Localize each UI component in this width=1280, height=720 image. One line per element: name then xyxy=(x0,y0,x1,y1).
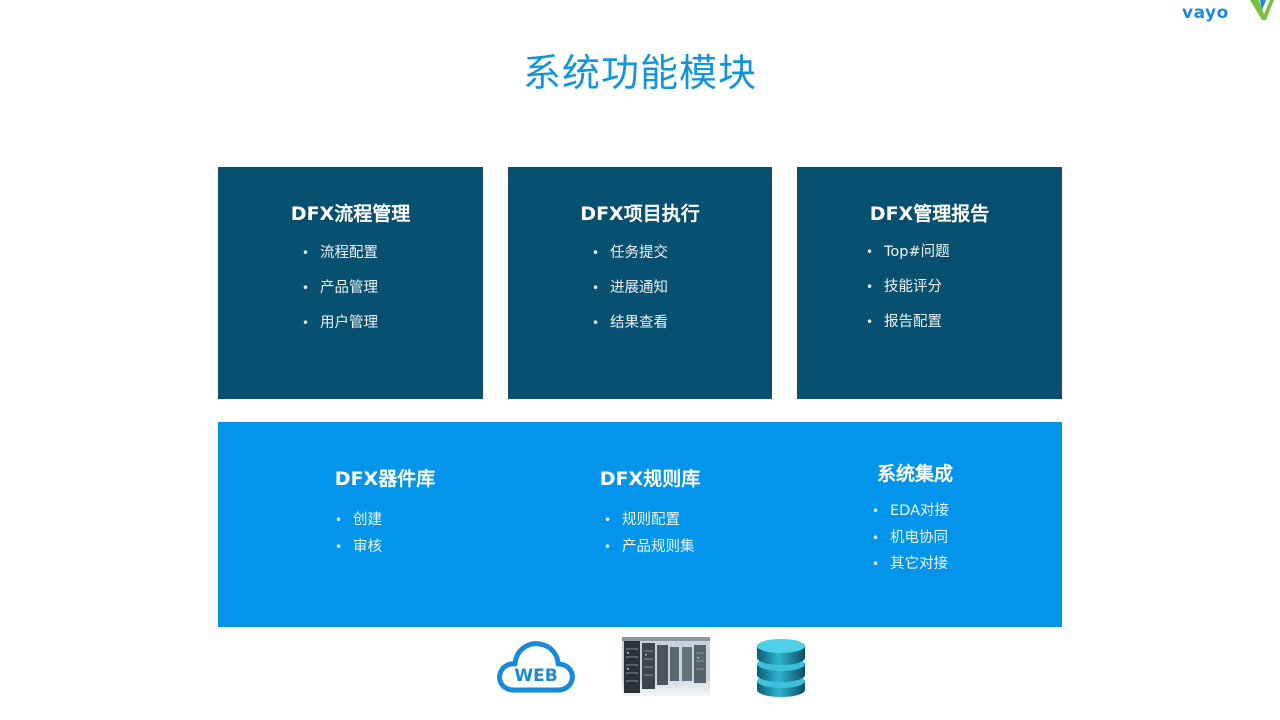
list-item: 技能评分 xyxy=(866,277,950,312)
list-item: 创建 xyxy=(335,510,382,537)
column-component-library: DFX器件库 创建 审核 xyxy=(255,422,515,627)
column-bullet-list: 创建 审核 xyxy=(335,510,382,563)
card-bullet-list: 任务提交 进展通知 结果查看 xyxy=(592,243,668,348)
card-management-report: DFX管理报告 Top#问题 技能评分 报告配置 xyxy=(797,167,1062,399)
server-rack-icon xyxy=(622,637,710,696)
page-title: 系统功能模块 xyxy=(522,51,757,95)
svg-text:vayo: vayo xyxy=(1182,3,1229,23)
column-bullet-list: 规则配置 产品规则集 xyxy=(604,510,695,563)
list-item: 其它对接 xyxy=(872,554,949,581)
column-title: DFX规则库 xyxy=(599,468,701,490)
svg-text:WEB: WEB xyxy=(514,666,557,686)
list-item: 产品管理 xyxy=(302,278,378,313)
list-item: 规则配置 xyxy=(604,510,695,537)
list-item: 任务提交 xyxy=(592,243,668,278)
card-title: DFX流程管理 xyxy=(290,203,411,225)
list-item: 进展通知 xyxy=(592,278,668,313)
list-item: 报告配置 xyxy=(866,312,950,347)
vayo-logo: vayo xyxy=(1182,0,1274,23)
list-item: Top#问题 xyxy=(866,242,950,277)
list-item: 机电协同 xyxy=(872,528,949,555)
list-item: EDA对接 xyxy=(872,501,949,528)
card-bullet-list: Top#问题 技能评分 报告配置 xyxy=(866,242,950,347)
list-item: 流程配置 xyxy=(302,243,378,278)
card-title: DFX项目执行 xyxy=(580,203,700,225)
card-flow-management: DFX流程管理 流程配置 产品管理 用户管理 xyxy=(218,167,483,399)
column-bullet-list: EDA对接 机电协同 其它对接 xyxy=(872,501,949,581)
list-item: 结果查看 xyxy=(592,313,668,348)
column-title: 系统集成 xyxy=(876,463,953,485)
card-title: DFX管理报告 xyxy=(869,203,990,225)
column-rule-library: DFX规则库 规则配置 产品规则集 xyxy=(520,422,780,627)
column-title: DFX器件库 xyxy=(334,468,436,490)
foundation-panel: DFX器件库 创建 审核 DFX规则库 规则配置 产品规则集 系统集成 EDA对… xyxy=(218,422,1062,627)
web-cloud-icon: WEB xyxy=(497,641,575,693)
list-item: 用户管理 xyxy=(302,313,378,348)
list-item: 产品规则集 xyxy=(604,537,695,564)
database-icon xyxy=(757,639,805,697)
card-bullet-list: 流程配置 产品管理 用户管理 xyxy=(302,243,378,348)
list-item: 审核 xyxy=(335,537,382,564)
card-project-execution: DFX项目执行 任务提交 进展通知 结果查看 xyxy=(508,167,772,399)
column-system-integration: 系统集成 EDA对接 机电协同 其它对接 xyxy=(785,422,1045,627)
